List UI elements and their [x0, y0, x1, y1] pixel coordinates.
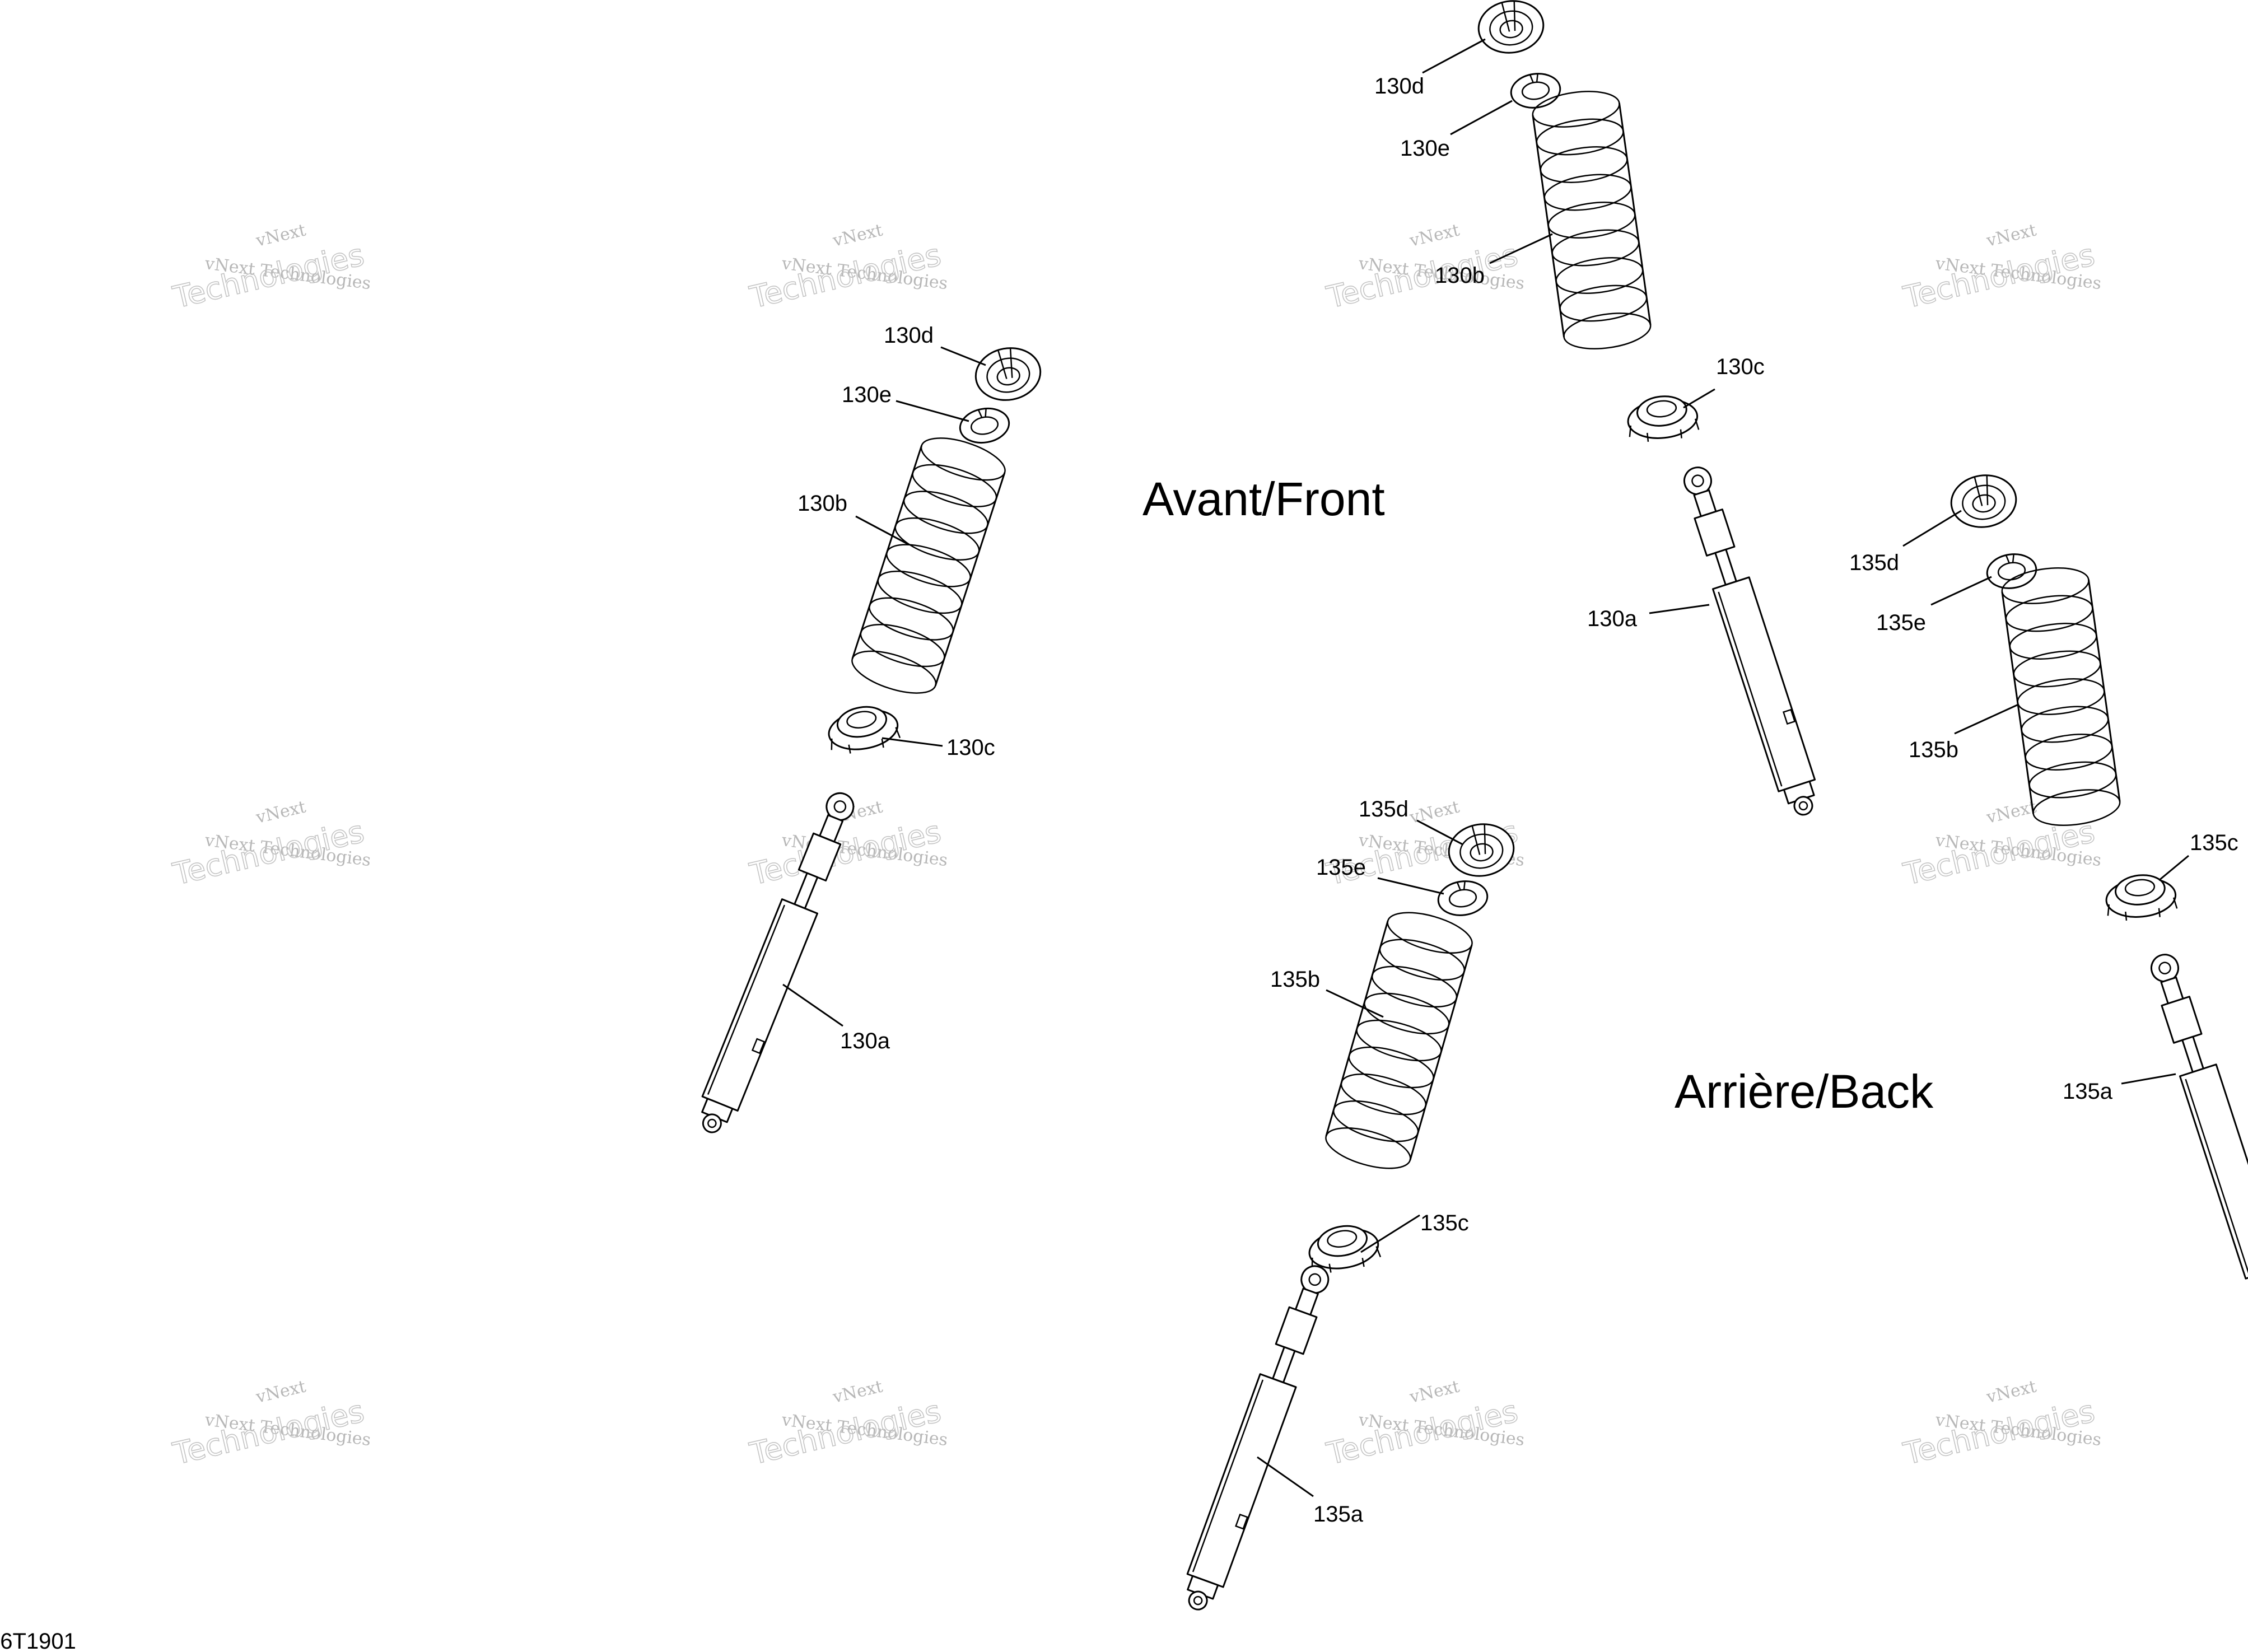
watermark-text: vNext: [831, 220, 884, 251]
leader-line: [1257, 1456, 1314, 1497]
watermark-text: Technologies: [1900, 237, 2098, 315]
watermark-text: vNext: [831, 1376, 884, 1407]
callout-label: 135c: [2190, 830, 2238, 855]
coil-spring-part: [846, 428, 1011, 703]
retainer-cup-part: [1947, 470, 2021, 533]
front-section-label: Avant/Front: [1142, 473, 1385, 525]
watermark-text: Technologies: [747, 814, 944, 892]
watermark-text: vNext: [1407, 1376, 1461, 1407]
watermark-text: vNext: [1407, 220, 1461, 251]
leader-line: [1416, 819, 1463, 846]
spring-seat-part: [1625, 392, 1700, 445]
watermark-text: vNext: [1984, 220, 2038, 251]
watermark-text: vNext: [254, 797, 307, 828]
leader-line: [2121, 1073, 2176, 1085]
callout-label: 130c: [946, 735, 995, 760]
coil-spring-part: [1529, 85, 1654, 355]
callout-label: 130e: [842, 382, 892, 407]
leader-line: [1649, 604, 1710, 614]
coil-spring-part: [1999, 562, 2123, 832]
callout-label: 130a: [1587, 606, 1638, 631]
callout-label: 130a: [840, 1029, 890, 1053]
shock-absorber-part: [2142, 948, 2248, 1309]
watermark-text: Technologies: [170, 814, 367, 892]
callout-label: 135e: [1876, 610, 1926, 635]
leader-line: [1377, 877, 1444, 895]
watermark-text: Technologies: [1900, 1393, 2098, 1472]
callout-label: 135e: [1316, 855, 1366, 880]
shock-absorber-part: [1176, 1259, 1338, 1617]
callout-label: 135d: [1359, 797, 1409, 822]
callout-label: 135d: [1849, 550, 1899, 575]
split-clip-part: [1435, 877, 1491, 920]
watermark-text: vNext: [1984, 797, 2038, 828]
spring-seat-part: [2103, 871, 2179, 923]
callout-label: 135a: [2063, 1079, 2113, 1104]
watermark-text: vNext: [254, 1376, 307, 1407]
watermark-text: vNext: [1984, 1376, 2038, 1407]
retainer-cup-part: [971, 342, 1046, 406]
spring-seat-part: [824, 701, 902, 758]
watermark-text: Technologies: [747, 1393, 944, 1472]
leader-line: [2158, 855, 2189, 881]
leader-line: [1930, 576, 1992, 606]
watermark-text: vNext: [1407, 797, 1461, 828]
front-right-assembly: 130d 130e 130b 130c 130a: [1374, 0, 1825, 822]
front-left-assembly: 130d 130e 130b 130c 130a: [690, 323, 1046, 1140]
back-section-label: Arrière/Back: [1675, 1065, 1934, 1118]
diagram-code: 66T1901: [0, 1629, 76, 1652]
back-right-assembly: 135d 135e 135b 135c 135a: [1849, 470, 2248, 1309]
callout-label: 135c: [1420, 1211, 1469, 1235]
leader-line: [1326, 989, 1384, 1018]
shock-absorber-part: [1675, 461, 1825, 822]
leader-line: [1422, 38, 1486, 74]
callout-label: 130b: [1435, 263, 1485, 288]
watermark-text: vNext: [254, 220, 307, 251]
callout-label: 135b: [1270, 967, 1320, 992]
split-clip-part: [1508, 69, 1564, 112]
callout-label: 130c: [1716, 354, 1765, 379]
leader-line: [1683, 388, 1715, 409]
watermark-text: Technologies: [1323, 1393, 1521, 1472]
leader-line: [1360, 1214, 1420, 1253]
callout-label: 135b: [1909, 738, 1958, 762]
watermark-text: Technologies: [170, 1393, 367, 1472]
callout-label: 130d: [884, 323, 934, 348]
coil-spring-part: [1321, 903, 1477, 1178]
leader-line: [1902, 510, 1962, 547]
leader-line: [855, 515, 909, 545]
leader-line: [1489, 233, 1553, 264]
watermark-text: Technologies: [170, 237, 367, 315]
watermark-text: Technologies: [747, 237, 944, 315]
back-left-assembly: 135d 135e 135b 135c 135a: [1176, 797, 1518, 1617]
retainer-cup-part: [1474, 0, 1548, 58]
callout-label: 130d: [1374, 74, 1424, 99]
callout-label: 135a: [1313, 1502, 1364, 1527]
leader-line: [940, 346, 986, 366]
leader-line: [1450, 100, 1513, 136]
leader-line: [882, 737, 943, 747]
callout-label: 130e: [1400, 136, 1450, 161]
leader-line: [1954, 703, 2019, 735]
leader-line: [896, 400, 969, 422]
split-clip-part: [956, 404, 1013, 447]
watermark-text: Technologies: [1323, 237, 1521, 315]
callout-label: 130b: [797, 491, 847, 516]
leader-line: [782, 983, 843, 1027]
